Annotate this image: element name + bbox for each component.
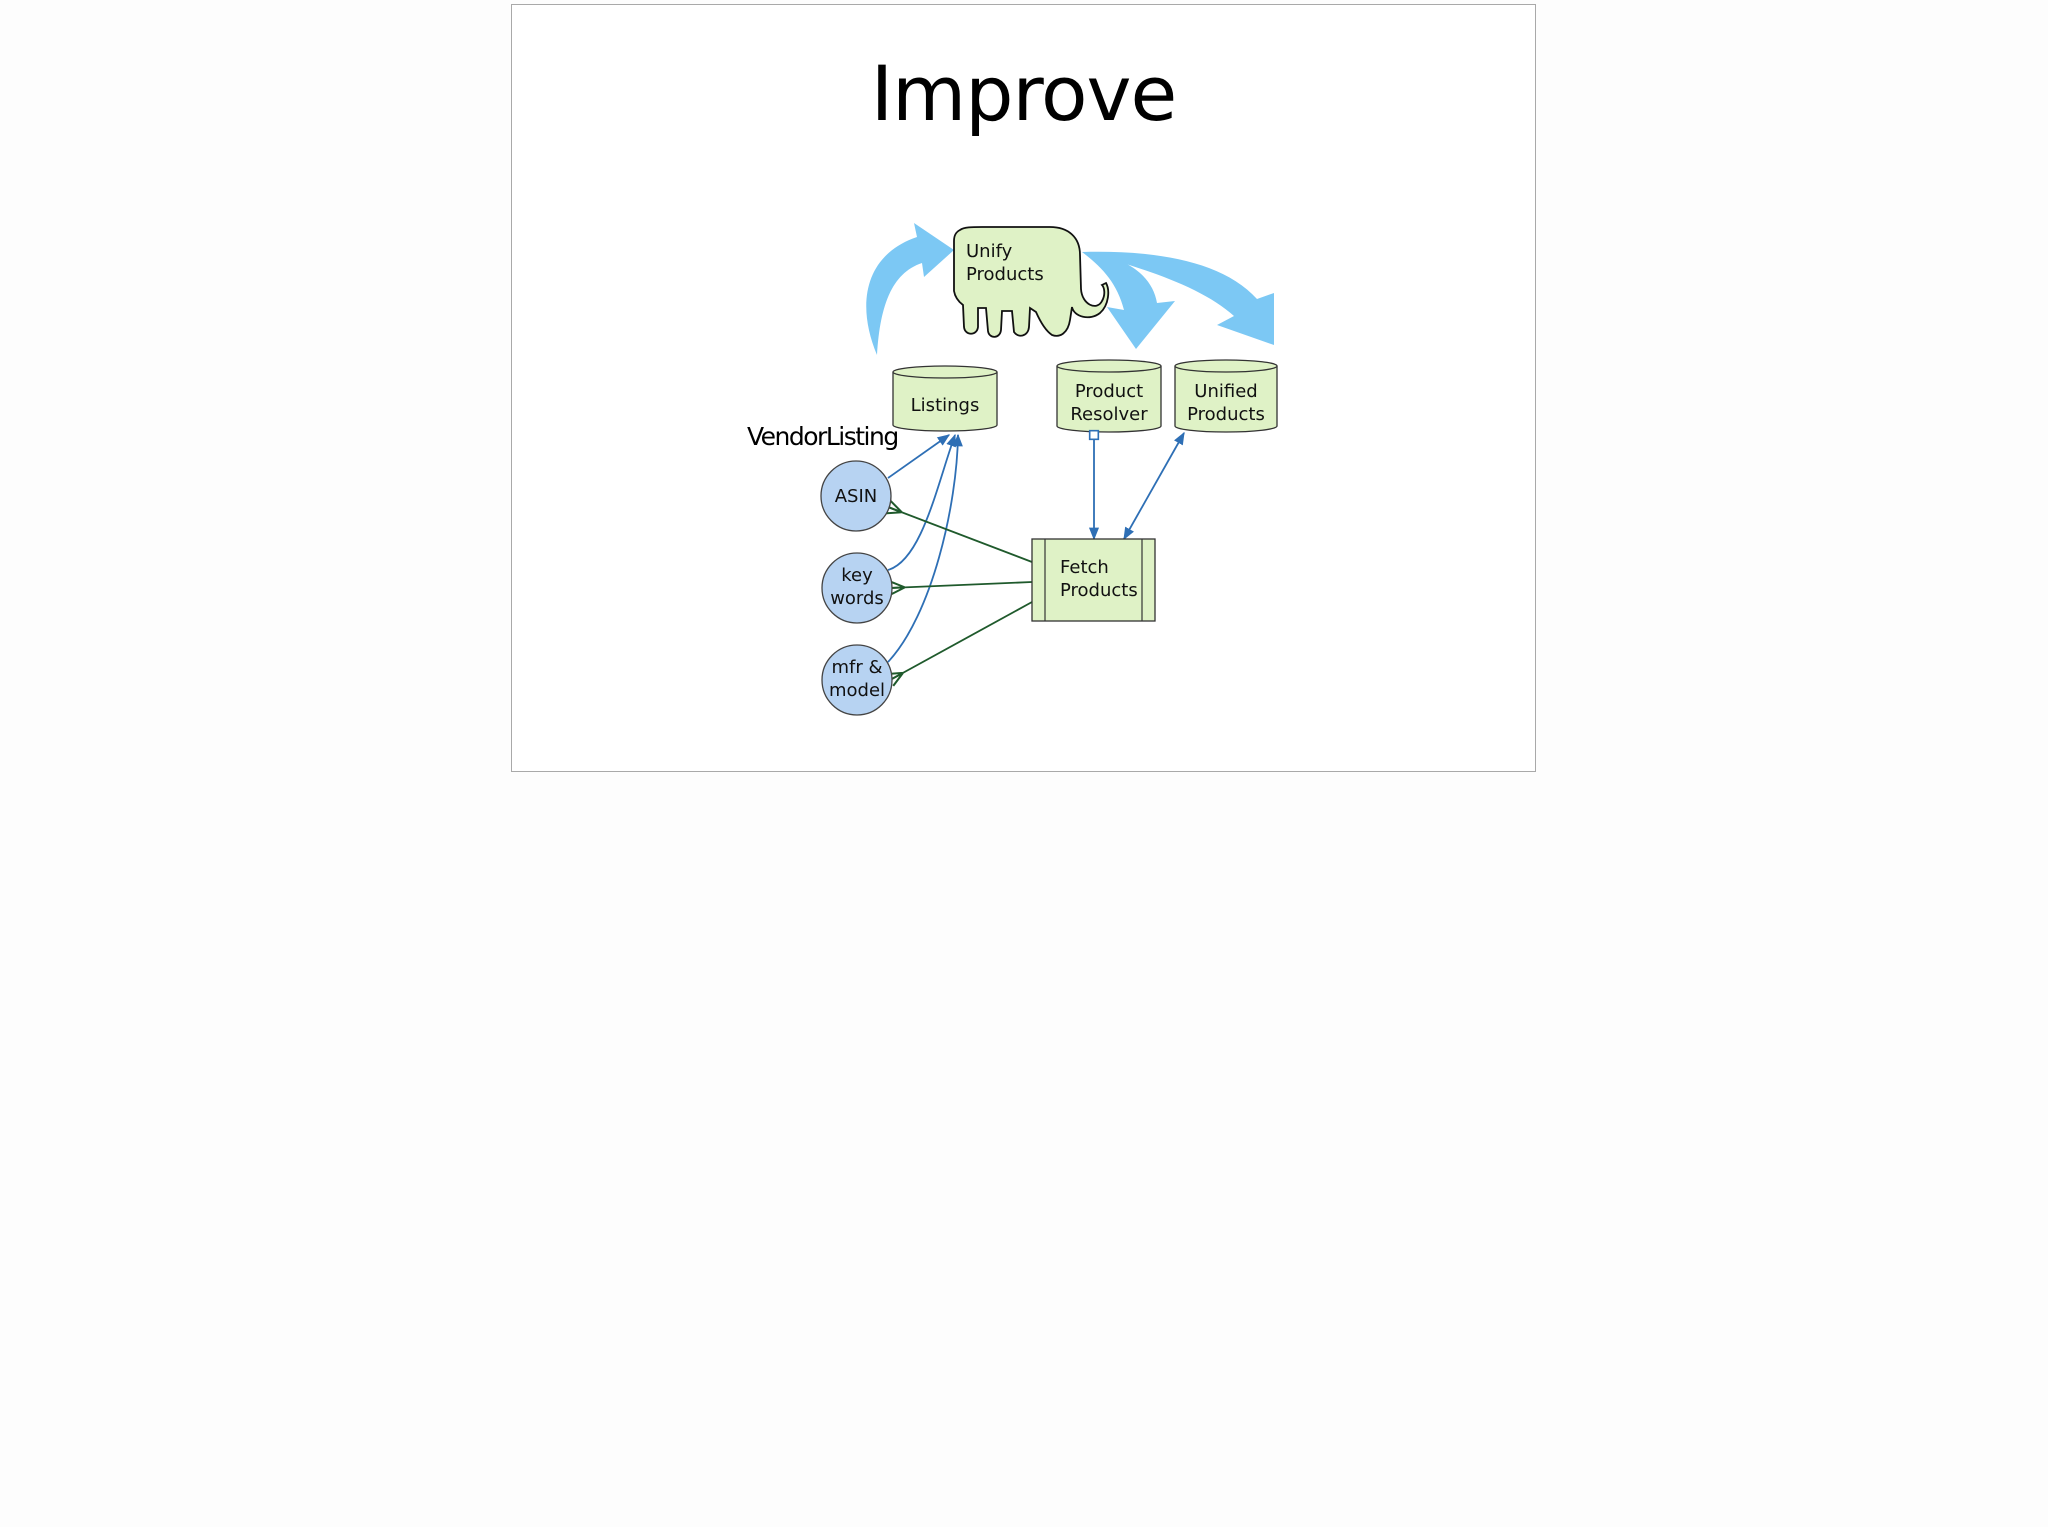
fetch-label-line2: Products	[1060, 580, 1138, 601]
elephant-icon	[953, 226, 1110, 338]
keywords-label-line1: key	[841, 565, 873, 586]
mfr-model-label-line2: model	[829, 680, 885, 701]
unify-label-line2: Products	[966, 264, 1044, 285]
unified-products-label-line2: Products	[1187, 404, 1265, 425]
edge-fetch-mfr	[890, 601, 1033, 680]
keywords-label-line2: words	[830, 588, 884, 609]
vendorlisting-label: VendorListing	[747, 422, 898, 451]
fetch-products-process[interactable]: Fetch Products	[1031, 538, 1156, 622]
slide: Improve Unify Products Listing	[511, 4, 1536, 772]
asin-label: ASIN	[835, 486, 878, 507]
edge-fetch-asin	[888, 507, 1033, 563]
flow-arrow-listings-to-unify	[866, 223, 954, 355]
edge-asin-listings	[887, 434, 951, 479]
flow-arrow-unify-to-resolver	[1082, 252, 1175, 349]
edge-mfr-listings	[887, 433, 963, 663]
listings-store[interactable]: Listings	[892, 365, 998, 432]
fetch-label-line1: Fetch	[1060, 557, 1109, 578]
attribute-keywords[interactable]: key words	[821, 552, 893, 624]
product-resolver-label-line1: Product	[1075, 381, 1143, 402]
listings-label: Listings	[911, 395, 980, 416]
diagram: Unify Products Listings Product Resolver…	[747, 223, 1278, 716]
edge-unified-fetch	[1123, 431, 1185, 541]
unify-products-hadoop-node[interactable]: Unify Products	[953, 226, 1110, 338]
edge-keywords-listings	[887, 433, 956, 571]
mfr-model-label-line1: mfr &	[831, 657, 882, 678]
unify-label-line1: Unify	[966, 241, 1013, 262]
product-resolver-label-line2: Resolver	[1070, 404, 1148, 425]
attribute-mfr-model[interactable]: mfr & model	[821, 644, 893, 716]
unified-products-label-line1: Unified	[1194, 381, 1257, 402]
attribute-asin[interactable]: ASIN	[820, 460, 892, 532]
unified-products-store[interactable]: Unified Products	[1174, 359, 1278, 433]
product-resolver-store[interactable]: Product Resolver	[1056, 359, 1162, 433]
slide-title: Improve	[870, 49, 1178, 138]
flow-arrow-unify-to-unified	[1082, 251, 1274, 345]
edge-fetch-keywords	[890, 582, 1033, 588]
